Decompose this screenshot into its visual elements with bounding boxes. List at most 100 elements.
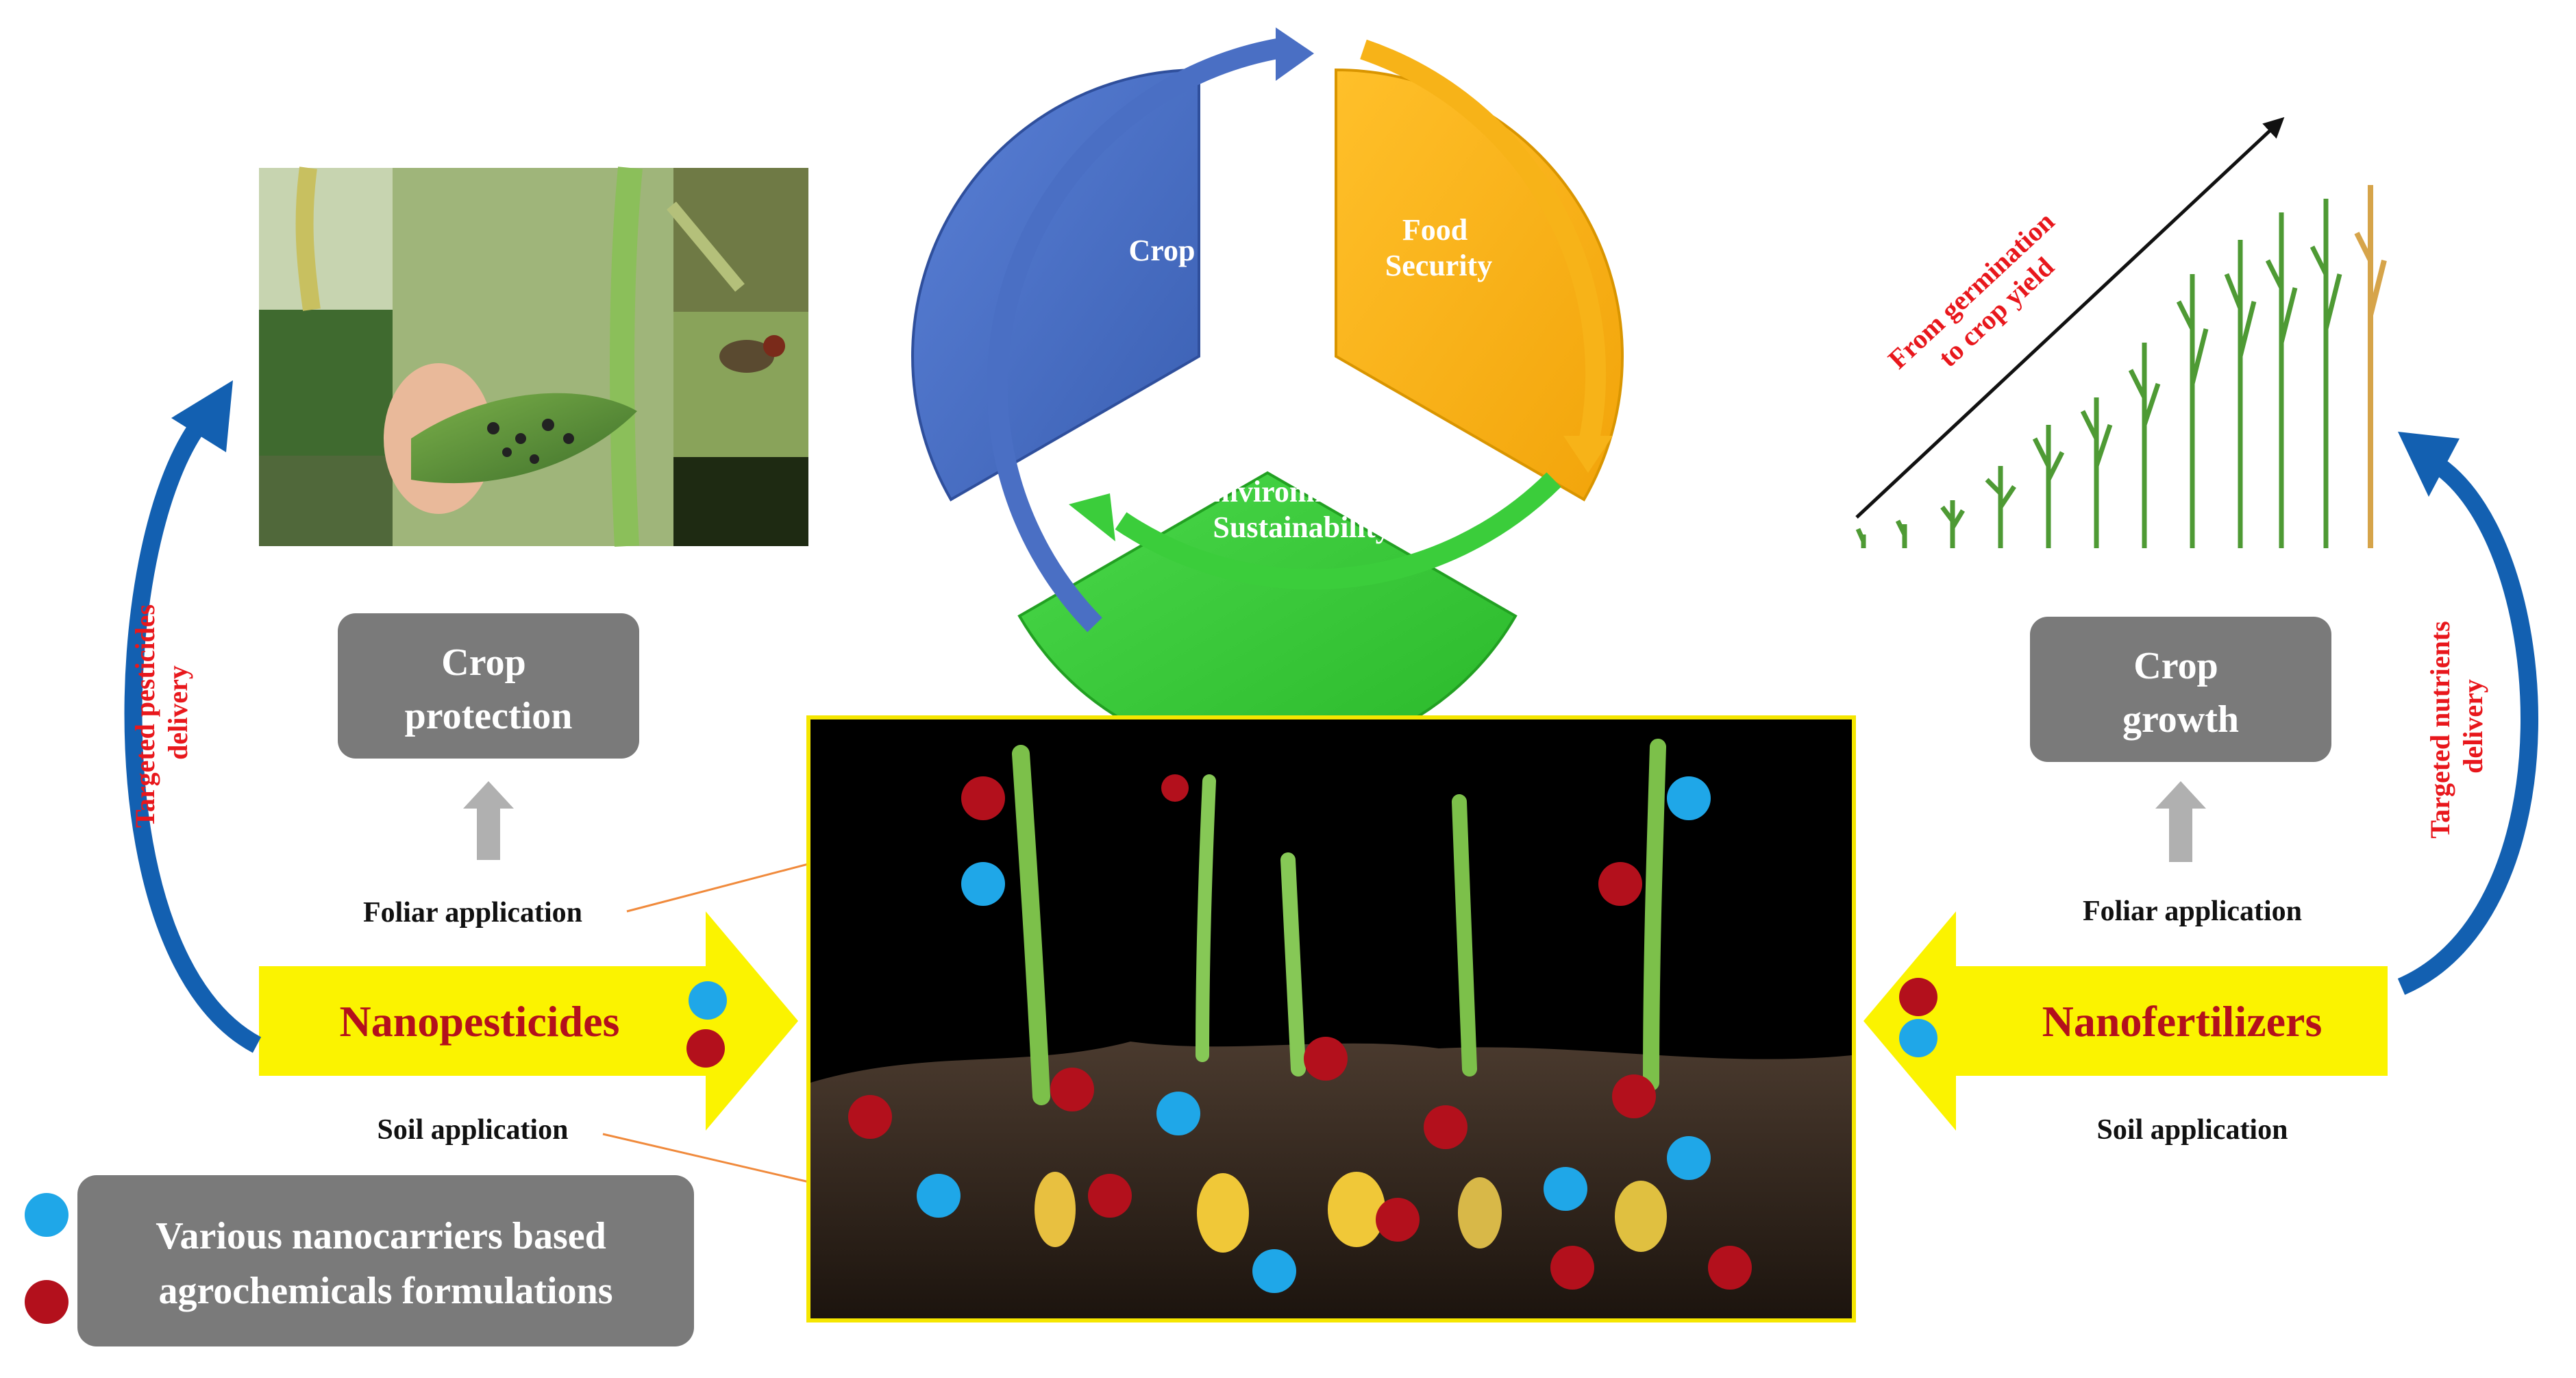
left-panel: Crop protection Foliar application Soil …	[124, 380, 901, 1207]
red-dot	[1376, 1198, 1420, 1242]
targeted-pesticides-line-2: delivery	[162, 665, 193, 760]
blue-dot	[917, 1174, 961, 1218]
red-dot	[1424, 1105, 1467, 1149]
crop-growth-line-1: Crop	[2133, 645, 2218, 687]
crop-protection-line-2: protection	[405, 695, 573, 737]
nanopesticides-arrow	[259, 911, 798, 1131]
targeted-pesticides-line-1: Targeted pesticides	[129, 604, 160, 828]
curved-arrow-left	[124, 419, 262, 1053]
legend-line-2: agrochemicals formulations	[158, 1270, 612, 1312]
seed	[1615, 1181, 1667, 1252]
seedling-3	[1280, 852, 1306, 1076]
red-dot	[1899, 978, 1937, 1016]
crop-yield-label: Crop Yield	[1129, 234, 1270, 267]
legend: Various nanocarriers based agrochemicals…	[25, 1175, 694, 1346]
plant-stage-7	[2128, 343, 2161, 548]
crop-protection-label: Crop protection	[405, 641, 573, 737]
seed	[1328, 1172, 1385, 1247]
plant-stage-mature	[2354, 185, 2387, 548]
cycle-arrow-orange	[1360, 39, 1607, 441]
seedling-2	[1196, 774, 1216, 1062]
plant-stage-5	[2032, 425, 2065, 548]
crop-protection-line-1: Crop	[441, 641, 525, 684]
plant-stage-1	[1855, 528, 1866, 548]
red-dot	[1050, 1068, 1094, 1111]
seed	[1458, 1177, 1502, 1248]
plant-stage-10	[2265, 212, 2298, 548]
nanofertilizers-label: Nanofertilizers	[2042, 997, 2323, 1046]
crop-growth-box	[2030, 617, 2331, 762]
cycle-arrow-orange-head	[1563, 436, 1613, 473]
foliar-label-left: Foliar application	[363, 897, 582, 928]
red-dot	[1161, 774, 1189, 802]
curved-arrow-left-head	[171, 380, 233, 452]
food-security-line-2: Security	[1385, 249, 1492, 282]
legend-box	[77, 1175, 694, 1346]
crop-protection-box	[338, 613, 639, 759]
legend-red-dot	[25, 1280, 69, 1324]
growth-arrow-label: From germination to crop yield	[1882, 201, 2088, 399]
foliar-label-right: Foliar application	[2083, 896, 2302, 927]
growth-stages-illustration: From germination to crop yield	[1855, 116, 2387, 548]
soil-label-left: Soil application	[377, 1114, 569, 1146]
cycle-arrow-blue-head	[1276, 27, 1314, 81]
plant-stage-4	[1985, 466, 2016, 548]
seedling-5	[1643, 739, 1666, 1091]
growth-arrow	[1855, 116, 2285, 519]
legend-line-1: Various nanocarriers based	[156, 1215, 606, 1257]
sustainability-line-3: Sustainability	[1213, 510, 1390, 544]
crop-growth-label: Crop growth	[2122, 645, 2239, 741]
plant-stage-11	[2309, 199, 2342, 548]
food-security-label: Food Security	[1385, 213, 1492, 282]
targeted-nutrients-label: Targeted nutrients delivery	[2425, 614, 2488, 838]
blue-dot	[1156, 1092, 1200, 1135]
cycle-arrow-green	[1115, 472, 1561, 590]
seed	[1197, 1173, 1249, 1253]
up-arrow-left	[463, 781, 514, 860]
curved-arrow-right-head	[2398, 432, 2460, 497]
red-dot	[1612, 1074, 1656, 1118]
food-security-line-1: Food	[1402, 213, 1467, 247]
cycle-arrow-blue	[987, 38, 1283, 632]
plant-stage-9	[2224, 240, 2257, 548]
red-dot	[686, 1029, 725, 1068]
plant-stage-6	[2080, 397, 2113, 548]
curved-arrow-right	[2397, 458, 2538, 995]
nanofertilizers-arrow	[1863, 911, 2388, 1131]
red-dot	[1304, 1037, 1348, 1081]
crop-yield-segment	[911, 68, 1200, 502]
targeted-nutrients-line-1: Targeted nutrients	[2425, 621, 2455, 838]
plant-stage-2	[1895, 519, 1907, 548]
seedling-soil-photo	[806, 715, 1856, 1322]
legend-label: Various nanocarriers based agrochemicals…	[156, 1215, 616, 1312]
nanopesticides-label: Nanopesticides	[340, 997, 620, 1046]
right-panel: Crop growth Foliar application Soil appl…	[1863, 432, 2538, 1146]
seedling-1	[1012, 745, 1050, 1105]
blue-dot	[1899, 1019, 1937, 1057]
soil-label-right: Soil application	[2097, 1114, 2288, 1146]
seedling-4	[1452, 794, 1477, 1076]
crop-growth-line-2: growth	[2122, 698, 2239, 741]
cycle-diagram: Crop Yield Food Security Agricultural & …	[911, 27, 1624, 761]
blue-dot	[1667, 1136, 1711, 1180]
seed	[1035, 1172, 1076, 1247]
red-dot	[1708, 1246, 1752, 1290]
legend-blue-dot	[25, 1193, 69, 1237]
up-arrow-right	[2155, 781, 2206, 862]
pest-photo-collage	[259, 167, 808, 547]
plant-stage-8	[2176, 274, 2209, 548]
red-dot	[848, 1095, 892, 1139]
blue-dot	[1544, 1167, 1587, 1211]
cycle-arrow-green-head	[1069, 493, 1115, 541]
red-dot	[961, 776, 1005, 820]
red-dot	[1550, 1246, 1594, 1290]
targeted-nutrients-line-2: delivery	[2457, 679, 2488, 774]
red-dot	[1598, 862, 1642, 906]
blue-dot	[1667, 776, 1711, 820]
sustainability-label: Agricultural & Environmental Sustainabil…	[1201, 439, 1402, 544]
red-dot	[1088, 1174, 1132, 1218]
blue-dot	[1252, 1249, 1296, 1293]
sustainability-line-2: Environmental	[1201, 475, 1395, 508]
targeted-pesticides-label: Targeted pesticides delivery	[129, 598, 193, 828]
